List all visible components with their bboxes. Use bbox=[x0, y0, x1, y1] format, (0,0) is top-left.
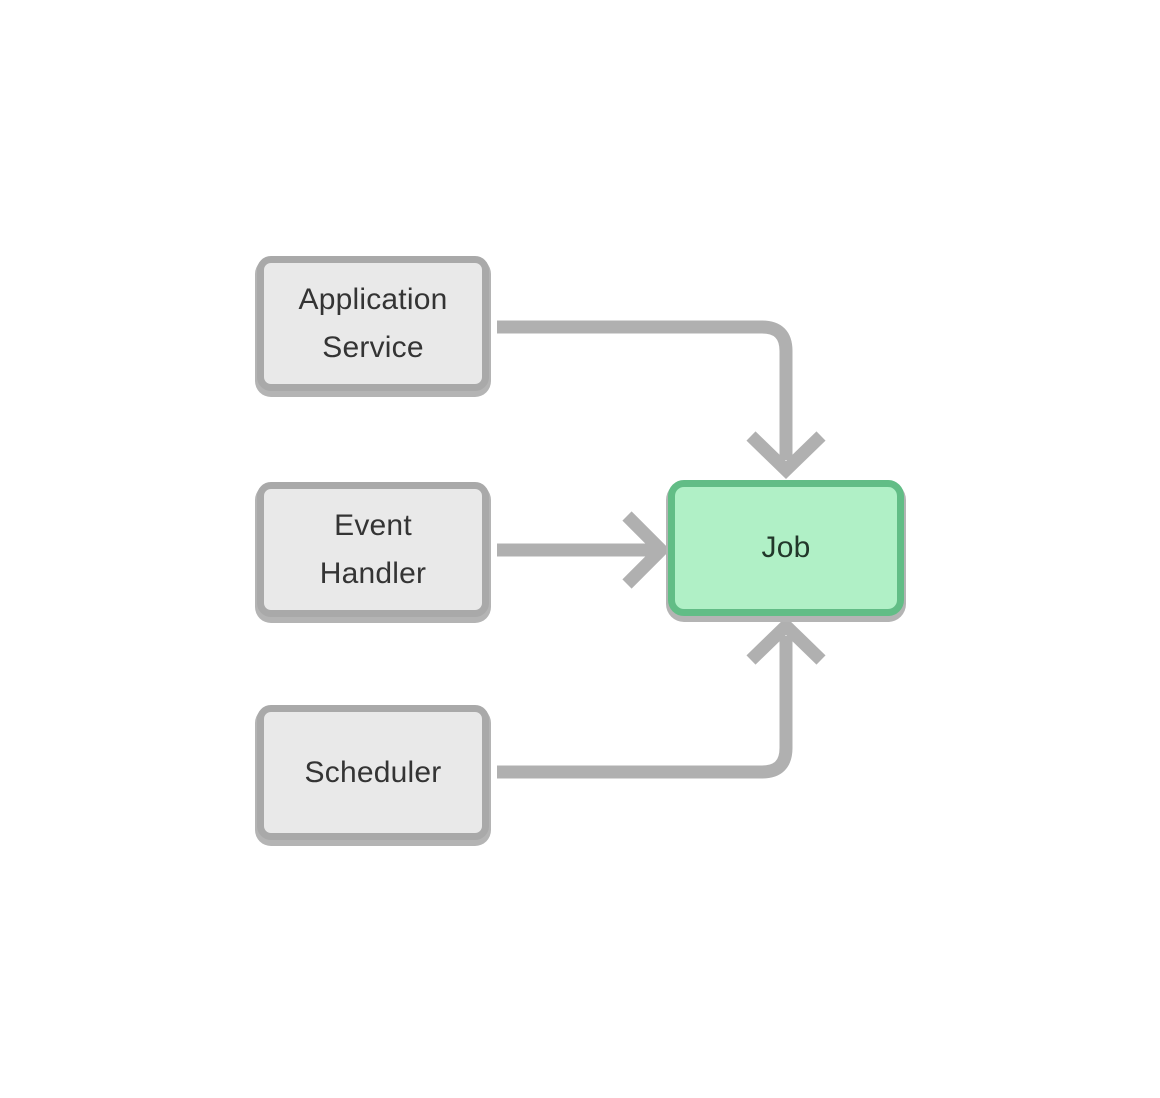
node-event-handler: Event Handler bbox=[257, 482, 489, 617]
arrowhead-up-icon bbox=[746, 616, 826, 665]
arrowhead-down-icon bbox=[746, 431, 826, 480]
node-event-handler-label: Event Handler bbox=[319, 508, 427, 590]
edge-scheduler-to-job bbox=[497, 616, 826, 779]
edge-application-service-shaft bbox=[497, 320, 793, 460]
edge-scheduler-shaft bbox=[497, 636, 793, 779]
node-scheduler-label: Scheduler bbox=[304, 755, 442, 789]
node-application-service: Application Service bbox=[257, 256, 489, 391]
edge-event-handler-to-job bbox=[497, 511, 671, 589]
node-scheduler: Scheduler bbox=[257, 705, 489, 840]
node-job-label: Job bbox=[761, 531, 811, 564]
node-job: Job bbox=[668, 480, 904, 616]
edge-application-service-to-job bbox=[497, 320, 826, 480]
node-application-service-label: Application Service bbox=[298, 282, 448, 364]
arrowhead-right-icon bbox=[622, 511, 671, 589]
